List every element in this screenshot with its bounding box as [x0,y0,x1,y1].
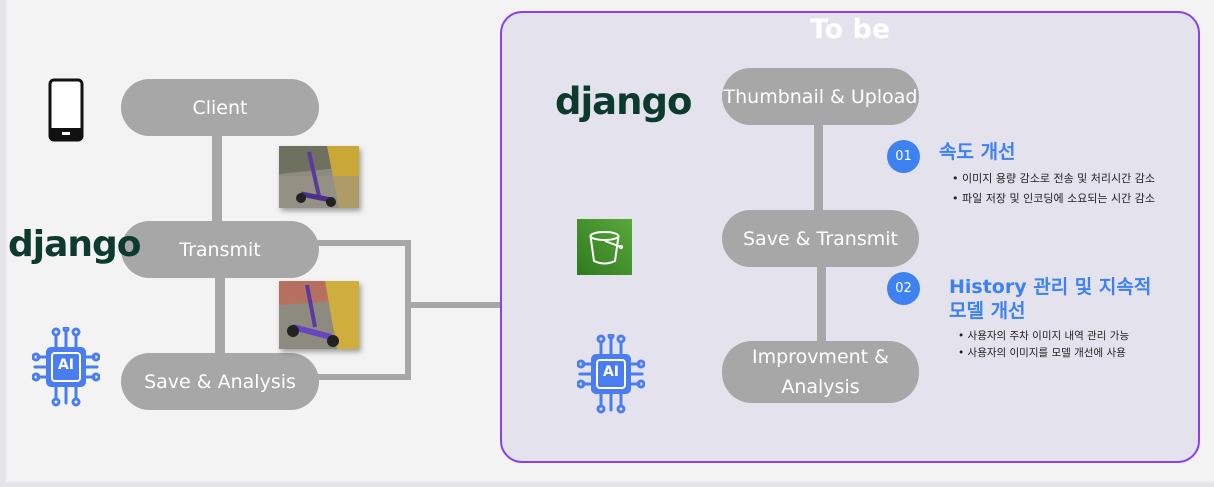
point-bullet-list: 이미지 용량 감소로 전송 및 처리시간 감소 파일 저장 및 인코딩에 소요되… [952,169,1155,209]
point-bullet: 사용자의 이미지를 모델 개선에 사용 [958,345,1129,362]
connector-loop-top [300,240,411,246]
thumbnail-upload-label: Thumbnail & Upload [723,85,918,108]
save-transmit-node: Save & Transmit [722,210,919,267]
connector-loop-bottom [300,374,411,380]
save-analysis-node-label: Save & Analysis [144,370,296,393]
save-transmit-label: Save & Transmit [743,227,898,250]
point-heading: History 관리 및 지속적 모델 개선 [949,275,1151,323]
smartphone-icon [48,78,84,146]
ai-chip-icon [31,325,101,411]
point-heading-line2: 모델 개선 [949,300,1026,322]
improvement-analysis-node: Improvment & Analysis [722,341,919,403]
point-bullet: 이미지 용량 감소로 전송 및 처리시간 감소 [952,169,1155,189]
django-logo: django [8,224,142,265]
connector-upload-save [814,122,823,214]
ai-chip-icon-to-be [576,332,646,418]
client-node: Client [121,79,319,136]
point-heading-line1: History 관리 및 지속적 [949,276,1152,298]
point-number-badge: 01 [887,140,920,173]
s3-bucket-icon [577,219,632,279]
improvement-label-line2: Analysis [781,376,860,398]
save-analysis-node: Save & Analysis [121,353,319,410]
point-bullet: 사용자의 주차 이미지 내역 관리 가능 [958,328,1130,345]
connector-transmit-save [215,272,225,362]
ai-chip-label-to-be: AI [602,364,620,380]
scooter-photo-thumbnail [279,146,359,208]
client-node-label: Client [192,96,248,119]
transmit-node: Transmit [121,221,319,278]
improvement-label-line1: Improvment & [752,346,889,368]
scooter-photo-full [279,281,359,349]
connector-loop-right [405,240,411,380]
connector-client-transmit [212,130,222,230]
ai-chip-label: AI [57,357,75,373]
thumbnail-upload-node: Thumbnail & Upload [722,68,919,125]
point-bullet-list: 사용자의 주차 이미지 내역 관리 가능 사용자의 이미지를 모델 개선에 사용 [958,328,1130,362]
to-be-title: To be [809,14,891,45]
connector-save-improvement [817,265,826,345]
point-bullet: 파일 저장 및 인코딩에 소요되는 시간 감소 [952,189,1155,209]
django-logo-to-be: django [555,80,692,123]
point-number-badge: 02 [887,272,920,305]
connector-to-panel [411,302,501,308]
transmit-node-label: Transmit [179,238,261,261]
point-heading: 속도 개선 [939,141,1016,163]
